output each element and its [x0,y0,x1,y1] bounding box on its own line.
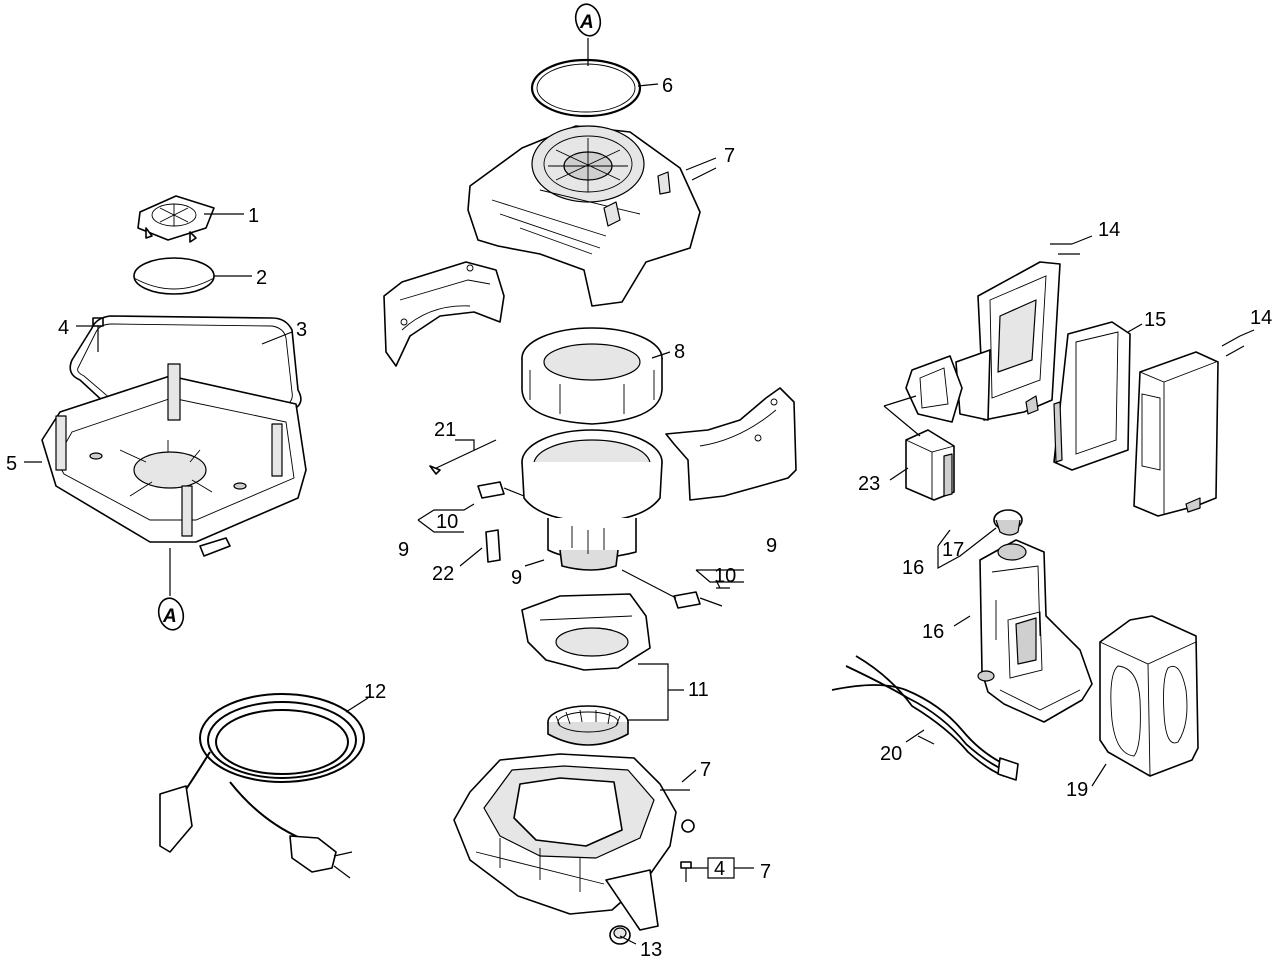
label-13: 13 [640,939,662,961]
label-14-frame: 14 [1098,219,1120,241]
label-7-upper: 7 [724,145,735,167]
part-12-power-cable [159,693,365,879]
part-cover-left-shroud [383,261,505,367]
part-3-gasket [69,315,302,460]
part-15-circuit-board [1053,321,1131,471]
label-16-upper: 16 [902,557,924,579]
label-15: 15 [1144,309,1166,331]
label-9-center: 9 [511,567,522,589]
label-3: 3 [296,319,307,341]
part-22-bracket [485,529,501,563]
label-5: 5 [6,453,17,475]
part-17-knob [993,509,1023,536]
ref-marker-a-top: A [574,3,602,66]
label-10-left: 10 [436,511,458,533]
part-10-brush-right [621,569,723,609]
part-13-plug [609,925,631,945]
label-19: 19 [1066,779,1088,801]
part-16-reservoir [977,539,1093,723]
part-14-electronics-cover [1133,351,1219,517]
part-19-water-tank [1099,615,1199,777]
part-labels: 1 2 4 3 5 6 7 8 21 10 9 22 9 9 10 11 12 … [6,75,1272,961]
ref-marker-a-bottom-label: A [162,606,177,627]
part-motor [521,429,663,571]
part-5-base-tray [41,363,307,557]
part-23-relay [905,429,955,501]
part-8-ring-collar [521,327,663,425]
ref-marker-a-top-label: A [579,12,594,33]
label-23: 23 [858,473,880,495]
label-10-right: 10 [714,565,736,587]
part-11-gear-ring [547,705,629,746]
label-2: 2 [256,267,267,289]
part-1-grille-cap [137,195,215,243]
part-2-filter-disc [133,257,215,295]
label-12: 12 [364,681,386,703]
label-9-left: 9 [398,539,409,561]
part-cover-right-shroud [665,387,797,501]
label-21: 21 [434,419,456,441]
part-4-housing-screw [680,861,692,882]
leader-lines [24,83,1255,945]
label-1: 1 [248,205,259,227]
label-17: 17 [942,539,964,561]
part-21-wire-clip [429,439,497,475]
part-14-control-frame [905,261,1061,423]
label-4-tray: 4 [58,317,69,339]
label-7-screw: 7 [760,861,771,883]
label-20: 20 [880,743,902,765]
label-16-lower: 16 [922,621,944,643]
label-9-right: 9 [766,535,777,557]
label-11: 11 [688,679,709,701]
label-14-cover: 14 [1250,307,1272,329]
part-11-guide-cup [521,593,651,671]
part-6-o-ring [530,58,642,118]
ref-marker-a-bottom: A [157,548,185,631]
part-7-lower-housing [453,753,695,931]
label-6: 6 [662,75,673,97]
label-4-housing: 4 [714,858,725,880]
part-7-upper-housing [467,125,701,307]
label-8: 8 [674,341,685,363]
part-20-wire-harness [831,655,1019,781]
label-22: 22 [432,563,454,585]
part-10-brush-left [477,481,525,499]
label-7-lower: 7 [700,759,711,781]
